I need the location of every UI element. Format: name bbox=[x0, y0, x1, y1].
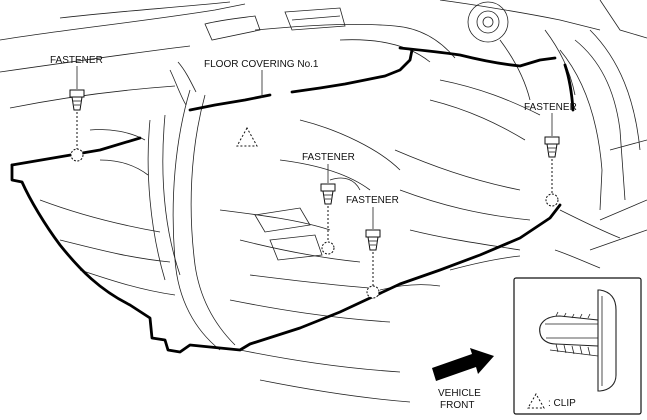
label-fastener-top-left: FASTENER bbox=[50, 55, 103, 66]
fastener-lower bbox=[365, 207, 381, 299]
label-vehicle-front-line1: VEHICLE bbox=[438, 388, 481, 399]
label-floor-covering: FLOOR COVERING No.1 bbox=[204, 59, 319, 70]
fastener-top-left bbox=[69, 66, 85, 162]
vehicle-front-arrow bbox=[432, 348, 494, 381]
label-fastener-right: FASTENER bbox=[524, 102, 577, 113]
label-fastener-lower: FASTENER bbox=[346, 195, 399, 206]
legend-clip-triangle bbox=[527, 392, 545, 409]
floor-covering-outline bbox=[10, 46, 575, 354]
clip-legend-box: : CLIP bbox=[513, 277, 642, 415]
label-vehicle-front-line2: FRONT bbox=[440, 400, 474, 411]
vehicle-body-lines bbox=[0, 0, 647, 403]
legend-clip-label: : CLIP bbox=[548, 398, 576, 409]
clip-triangle-marker bbox=[236, 126, 258, 147]
label-fastener-center: FASTENER bbox=[302, 152, 355, 163]
fastener-center bbox=[320, 164, 336, 255]
fastener-right bbox=[544, 113, 560, 207]
clip-detail-drawing bbox=[539, 289, 617, 392]
